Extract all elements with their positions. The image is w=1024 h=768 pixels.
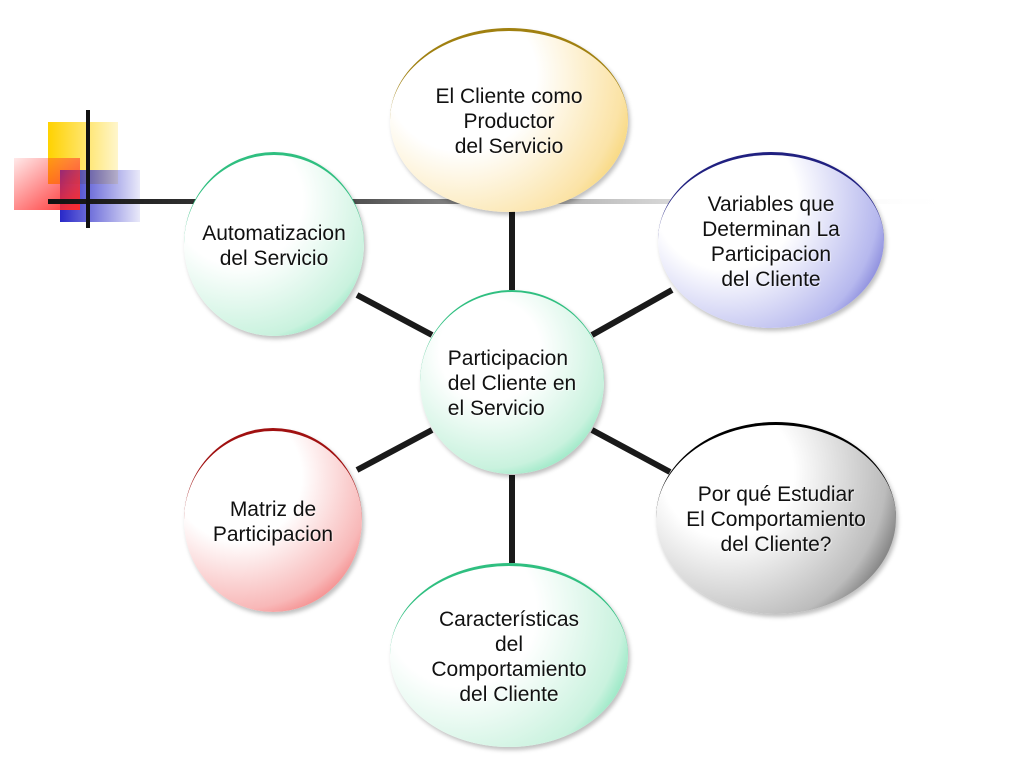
connector-upper-left <box>355 292 434 338</box>
node-caracteristicas-comportamiento: Características del Comportamiento del C… <box>390 563 628 747</box>
connector-lower-right <box>590 427 672 475</box>
node-lower-right-label: Por qué Estudiar El Comportamiento del C… <box>686 483 866 556</box>
node-matriz-participacion: Matriz de Participacion <box>184 428 362 612</box>
connector-upper-right <box>590 287 674 338</box>
center-node-label: Participacion del Cliente en el Servicio <box>447 346 577 420</box>
node-el-cliente-como-productor: El Cliente como Productor del Servicio <box>390 28 628 212</box>
node-bottom-label: Características del Comportamiento del C… <box>431 607 587 706</box>
node-upper-right-label: Variables que Determinan La Participacio… <box>702 192 840 291</box>
node-automatizacion-servicio: Automatizacion del Servicio <box>184 152 364 336</box>
node-variables-participacion: Variables que Determinan La Participacio… <box>658 152 884 328</box>
node-top-label: El Cliente como Productor del Servicio <box>435 85 583 158</box>
connector-lower-left <box>355 427 434 473</box>
node-por-que-estudiar: Por qué Estudiar El Comportamiento del C… <box>656 422 896 614</box>
node-lower-left-label: Matriz de Participacion <box>212 497 334 546</box>
deco-vertical-line <box>86 110 90 228</box>
center-node: Participacion del Cliente en el Servicio <box>420 290 604 474</box>
node-upper-left-label: Automatizacion del Servicio <box>202 221 346 270</box>
